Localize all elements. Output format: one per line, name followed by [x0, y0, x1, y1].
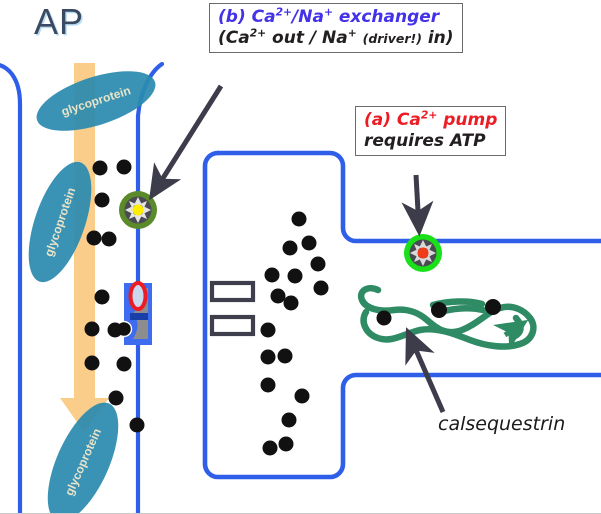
- calsequestrin-pointer: [405, 327, 446, 413]
- glycoprotein-3: glycoprotein: [47, 402, 119, 513]
- callout-b-driver-note: (driver!): [362, 31, 422, 47]
- ap-flow-arrow: [60, 63, 109, 432]
- glycoprotein-group: glycoprotein glycoprotein glycoprotein: [28, 71, 156, 513]
- callout-b-line2: (Ca2+ out / Na+ (driver!) in): [218, 26, 454, 49]
- dhpr-receptor-2: [209, 314, 256, 337]
- callout-b-pointer: [149, 84, 224, 201]
- calcium-ions-t-tubule: [84, 159, 145, 433]
- callout-b-line1: (b) Ca2+/Na+ exchanger: [218, 5, 454, 27]
- calcium-ions-sr: [260, 211, 329, 456]
- callout-a-line1-text: Ca2+ pump: [391, 108, 498, 130]
- callout-a-line2: requires ATP: [364, 131, 486, 152]
- calsequestrin-label: calsequestrin: [438, 413, 566, 435]
- callout-b-tag: (b): [218, 7, 246, 27]
- na-ca-exchanger-icon: [119, 191, 157, 229]
- ca-pump-icon: [404, 234, 442, 272]
- ltype-calcium-channel: [128, 281, 148, 311]
- glycoprotein-2: glycoprotein: [28, 161, 92, 283]
- callout-a-pointer: [401, 174, 434, 237]
- calsequestrin-arrow-tip: [492, 319, 529, 351]
- dhpr-receptor-1: [209, 280, 256, 303]
- callout-a-pump: (a) Ca2+ pump requires ATP: [355, 106, 507, 157]
- callout-a-tag: (a): [364, 110, 392, 130]
- calcium-ions-calsequestrin: [376, 299, 501, 326]
- ap-label: AP: [34, 1, 85, 42]
- callout-b-exchanger: (b) Ca2+/Na+ exchanger (Ca2+ out / Na+ (…: [209, 3, 463, 54]
- pointer-arrows: [149, 84, 446, 413]
- callout-b-line1-text: Ca2+/Na+ exchanger: [245, 5, 440, 27]
- glycoprotein-1: glycoprotein: [36, 71, 156, 131]
- sarcoplasmic-reticulum: [202, 150, 601, 480]
- callout-a-line1: (a) Ca2+ pump: [364, 108, 498, 130]
